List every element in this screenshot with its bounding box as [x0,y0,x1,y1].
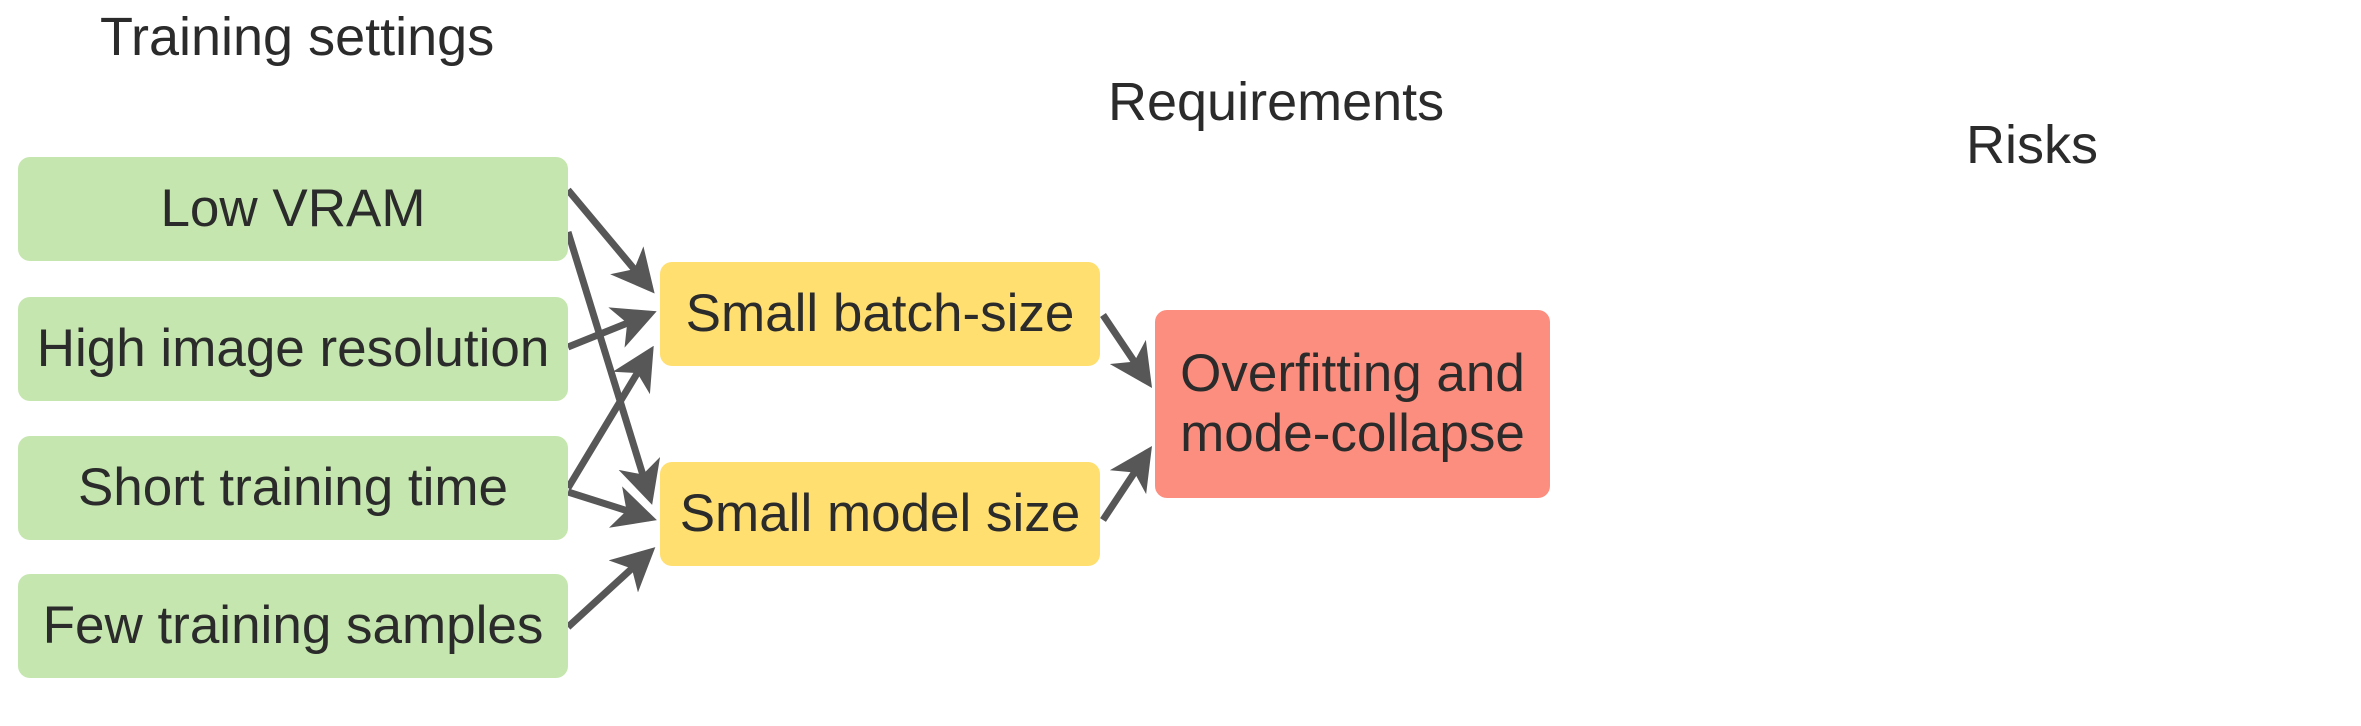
node-few-training-samples[interactable]: Few training samples [18,574,568,678]
edge-vram-to-batch [565,187,655,294]
node-small-model-size[interactable]: Small model size [660,462,1100,566]
edge-model-to-risk [1100,445,1152,522]
node-high-image-resolution[interactable]: High image resolution [18,297,568,401]
node-short-training-time[interactable]: Short training time [18,436,568,540]
edge-vram-to-model [564,230,661,505]
column-title-requirements: Requirements [1108,72,1445,132]
edge-resolution-to-batch [566,307,657,351]
node-low-vram[interactable]: Low VRAM [18,157,568,261]
node-overfitting-and-mode-collapse[interactable]: Overfitting and mode-collapse [1155,310,1550,498]
edge-samples-to-model [565,547,656,630]
edge-time-to-model [566,486,657,528]
column-title-training-settings: Training settings [100,7,495,67]
node-small-batch-size[interactable]: Small batch-size [660,262,1100,366]
column-title-risks: Risks [1966,115,2098,175]
edge-batch-to-risk [1100,313,1153,389]
edge-time-to-batch [565,345,654,490]
